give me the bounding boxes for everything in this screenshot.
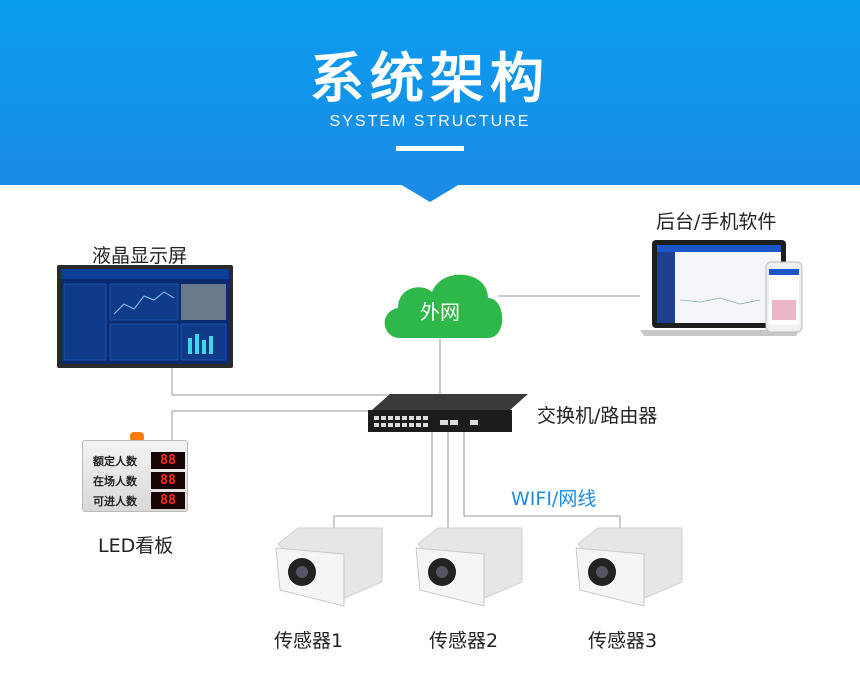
header-notch [400, 184, 460, 202]
page-subtitle: SYSTEM STRUCTURE [329, 113, 531, 130]
lcd-display-device [57, 265, 233, 368]
phone-device [765, 261, 803, 333]
network-switch [368, 394, 528, 432]
title-underline [396, 146, 464, 151]
internet-label: 外网 [420, 300, 460, 324]
backend-mobile-label: 后台/手机软件 [656, 211, 777, 233]
led-row: 在场人数 88 [91, 471, 185, 491]
laptop-device [640, 240, 800, 336]
led-board-label: LED看板 [98, 535, 174, 557]
camera-2 [415, 527, 523, 607]
page-title: 系统架构 [310, 47, 550, 110]
camera-1 [275, 527, 383, 607]
led-row-value: 88 [151, 472, 185, 489]
lcd-display-label: 液晶显示屏 [92, 245, 188, 267]
camera-3 [575, 527, 683, 607]
cloud-shape [384, 274, 503, 338]
sensor3-label: 传感器3 [588, 630, 658, 652]
led-row-value: 88 [151, 452, 185, 469]
switch-router-label: 交换机/路由器 [537, 405, 658, 427]
sensor2-label: 传感器2 [429, 630, 499, 652]
sensor1-label: 传感器1 [274, 630, 344, 652]
header-banner: 系统架构 SYSTEM STRUCTURE [0, 0, 860, 185]
led-row: 可进人数 88 [91, 491, 185, 511]
led-row-label: 可进人数 [93, 495, 137, 508]
led-row-label: 在场人数 [93, 475, 137, 488]
led-row: 额定人数 88 [91, 451, 185, 471]
connection-lines [171, 295, 640, 538]
led-board: 额定人数 88 在场人数 88 可进人数 88 [82, 440, 188, 512]
led-row-value: 88 [151, 492, 185, 509]
wifi-cable-label: WIFI/网线 [511, 488, 597, 510]
led-row-label: 额定人数 [93, 455, 137, 468]
